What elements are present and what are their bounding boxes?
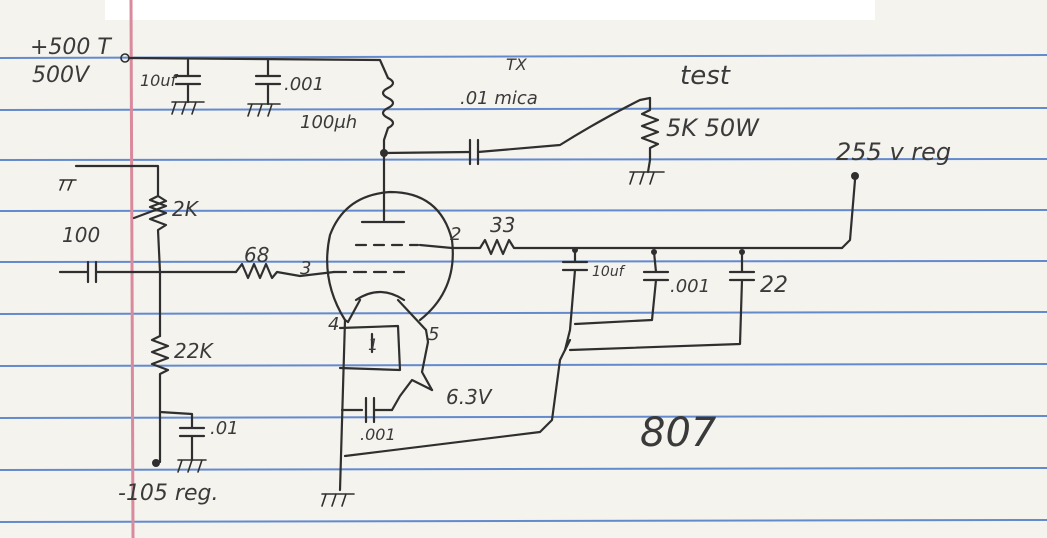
label-mica-cap: .01 mica xyxy=(460,88,538,109)
cap-10uf-top-symbol xyxy=(171,58,205,115)
label-pin-3: 3 xyxy=(300,258,311,279)
label-pin-2: 2 xyxy=(450,224,461,245)
label-cap-001-heater: .001 xyxy=(360,425,396,444)
label-bias-105: -105 reg. xyxy=(118,481,218,506)
load-resistor-5k-symbol xyxy=(629,96,665,185)
margin-line xyxy=(129,0,135,538)
label-load-resistor: 5K 50W xyxy=(666,114,760,142)
label-choke-100uh: 100μh xyxy=(300,112,357,133)
cap-001-top-symbol xyxy=(247,58,282,117)
label-heater-63v: 6.3V xyxy=(446,385,493,409)
label-r-2k: 2K xyxy=(172,197,200,221)
control-grid-input xyxy=(58,260,336,284)
label-cap-001-top: .001 xyxy=(284,74,324,95)
reg-255-terminal xyxy=(840,172,859,250)
bias-network xyxy=(59,164,207,473)
label-r-22k: 22K xyxy=(174,339,214,363)
label-tube-type: 807 xyxy=(640,410,717,456)
label-r-33: 33 xyxy=(490,213,515,237)
tube-envelope xyxy=(326,151,454,332)
label-supply-500-b: 500V xyxy=(32,63,91,88)
label-pin-4: 4 xyxy=(328,314,339,335)
label-reg-255: 255 v reg xyxy=(836,138,951,166)
ruled-lines xyxy=(0,54,1047,523)
bplus-rail xyxy=(120,53,390,80)
label-r-68: 68 xyxy=(244,243,269,267)
plate-coupling xyxy=(382,96,652,166)
label-tx: TX xyxy=(506,55,528,74)
cathode-heater-network xyxy=(321,318,434,507)
label-pin-5: 5 xyxy=(428,324,439,345)
label-cap-01-bias: .01 xyxy=(210,418,239,439)
label-pin-1: 1 xyxy=(368,335,378,354)
label-cap-10uf-screen: 10uf xyxy=(592,264,626,280)
label-supply-500-a: +500 T xyxy=(30,35,112,60)
top-white-band xyxy=(105,0,875,20)
label-cap-001-screen: .001 xyxy=(670,276,710,297)
label-cap-10uf-top: 10uf xyxy=(140,71,179,90)
screen-grid-network xyxy=(343,238,844,458)
label-input-cap: 100 xyxy=(62,223,100,247)
label-cap-22: 22 xyxy=(760,273,788,298)
label-test: test xyxy=(680,61,731,91)
